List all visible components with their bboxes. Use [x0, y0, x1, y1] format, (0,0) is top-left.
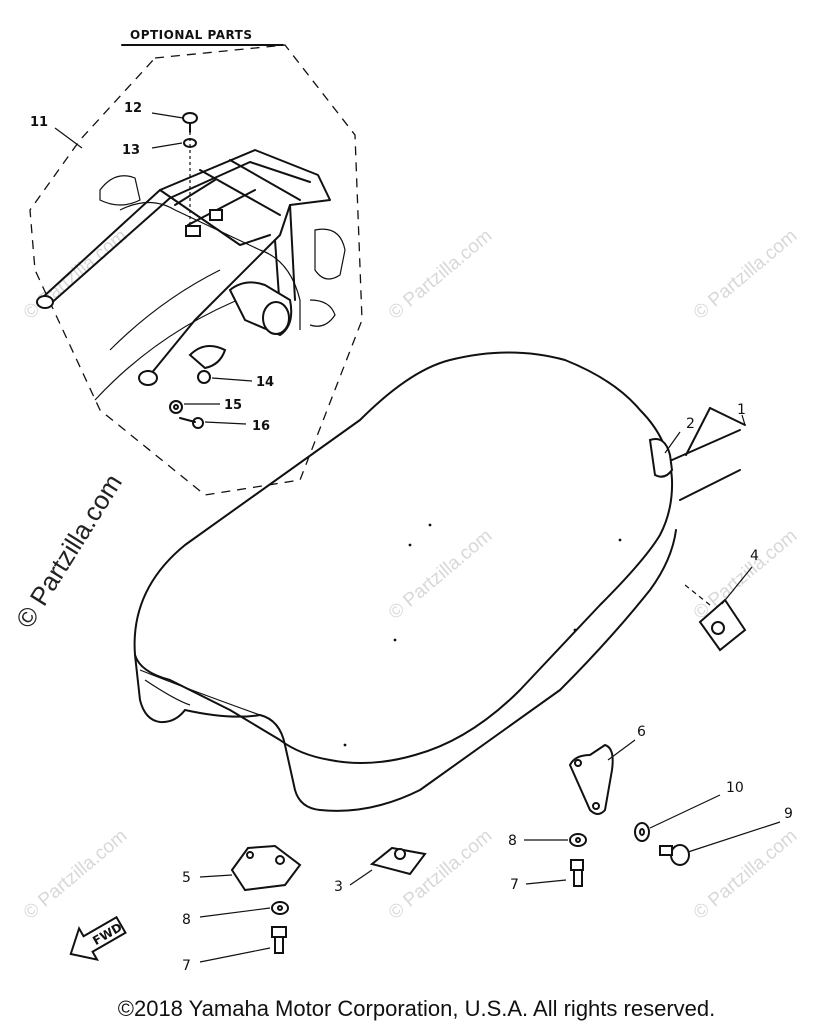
callout-10: 10: [726, 780, 744, 796]
washer-8-right: [569, 833, 587, 847]
watermark: © Partzilla.com: [690, 825, 802, 923]
washer-10: [634, 822, 650, 842]
callout-9: 9: [784, 806, 793, 822]
optional-parts-boundary: [29, 44, 363, 496]
callout-16: 16: [252, 419, 270, 434]
watermark-layer: © Partzilla.com © Partzilla.com © Partzi…: [20, 225, 802, 923]
clip-4: [698, 598, 747, 652]
leader-lines: [54, 112, 781, 963]
bolt-12: [182, 112, 198, 133]
callout-14: 14: [256, 375, 274, 390]
callout-7-left: 7: [182, 958, 191, 974]
watermark: © Partzilla.com: [385, 825, 497, 923]
callout-11: 11: [30, 115, 48, 130]
watermark: © Partzilla.com: [690, 225, 802, 323]
callout-2: 2: [686, 416, 695, 432]
plate-5: [230, 844, 302, 892]
callout-4: 4: [750, 548, 759, 564]
seat-assembly: [133, 351, 746, 812]
callout-6: 6: [637, 724, 646, 740]
watermark: © Partzilla.com: [385, 525, 497, 623]
watermark: © Partzilla.com: [20, 825, 132, 923]
bolt-7-left: [271, 926, 287, 954]
callouts: 1 2 3 4 5 6 7 7 8 8 9 10 11 12 13 14 15 …: [30, 101, 793, 974]
callout-15: 15: [224, 398, 242, 413]
nut-14: [197, 370, 211, 384]
washer-15: [169, 400, 183, 414]
callout-8-left: 8: [182, 912, 191, 928]
nut-plate-3: [369, 846, 427, 876]
bolt-16: [179, 417, 204, 429]
fwd-arrow-icon: FWD: [69, 915, 127, 962]
watermark-main: © Partzilla.com: [10, 469, 128, 633]
callout-8-right: 8: [508, 833, 517, 849]
bolt-9: [659, 844, 690, 866]
callout-5: 5: [182, 870, 191, 886]
callout-1: 1: [737, 402, 746, 418]
callout-7-right: 7: [510, 877, 519, 893]
washer-8-left: [271, 901, 289, 915]
callout-3: 3: [334, 879, 343, 895]
callout-12: 12: [124, 101, 142, 116]
bolt-7-right: [570, 859, 584, 887]
optional-parts-title: OPTIONAL PARTS: [130, 28, 253, 42]
watermark: © Partzilla.com: [385, 225, 497, 323]
callout-13: 13: [122, 143, 140, 158]
luggage-rack: [36, 149, 346, 401]
copyright-footer: ©2018 Yamaha Motor Corporation, U.S.A. A…: [117, 996, 716, 1021]
bracket-6: [568, 743, 614, 815]
